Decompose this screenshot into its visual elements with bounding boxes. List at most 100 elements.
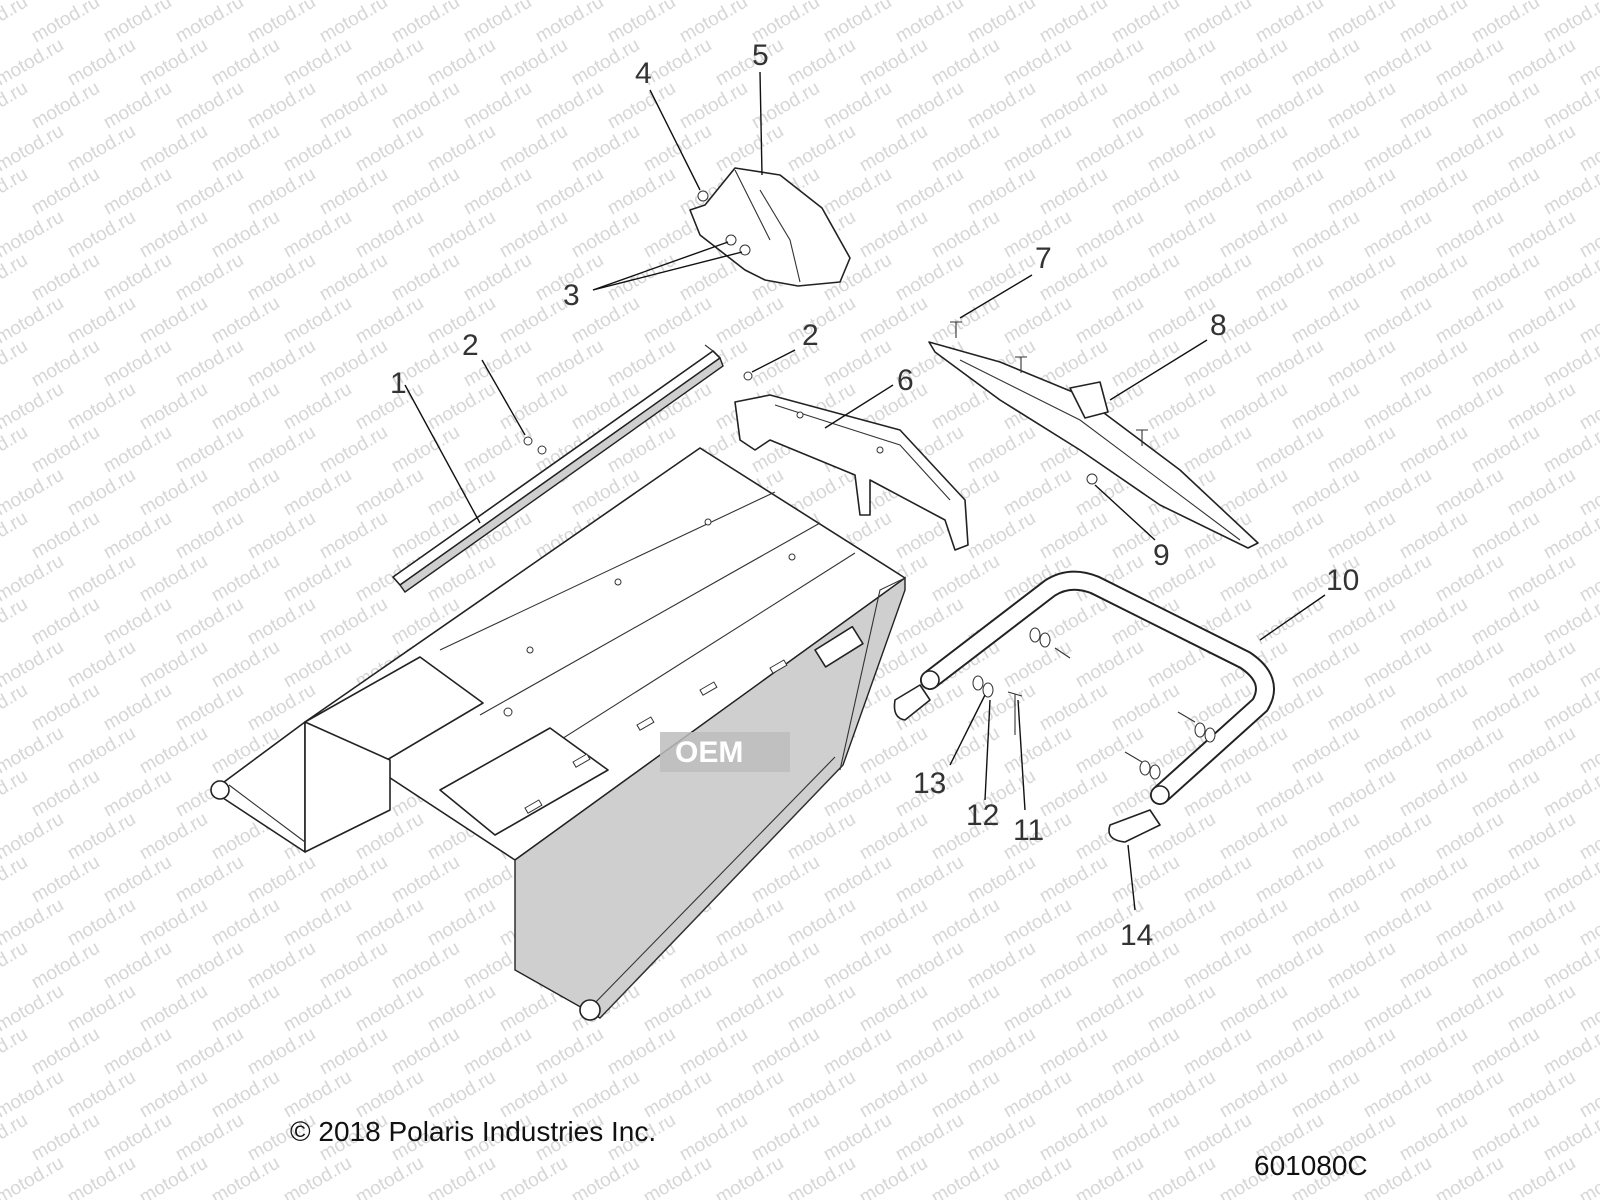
watermark-text: motod.ru xyxy=(604,1024,679,1080)
watermark-text: motod.ru xyxy=(928,1153,1003,1200)
watermark-text: motod.ru xyxy=(928,121,1003,177)
watermark-text: motod.ru xyxy=(1288,207,1363,263)
watermark-text: motod.ru xyxy=(1072,35,1147,91)
watermark-text: motod.ru xyxy=(1144,1067,1219,1123)
part-11-bolts xyxy=(1007,647,1196,763)
watermark-text: motod.ru xyxy=(676,0,751,47)
watermark-text: motod.ru xyxy=(1144,293,1219,349)
watermark-text: motod.ru xyxy=(352,35,427,91)
watermark-text: motod.ru xyxy=(28,766,103,822)
watermark-text: motod.ru xyxy=(1504,981,1579,1037)
watermark-text: motod.ru xyxy=(0,422,31,478)
leader-lines xyxy=(404,71,1326,911)
watermark-text: motod.ru xyxy=(136,551,211,607)
watermark-text: motod.ru xyxy=(1144,207,1219,263)
watermark-text: motod.ru xyxy=(0,207,67,263)
watermark-text: motod.ru xyxy=(892,164,967,220)
watermark-text: motod.ru xyxy=(64,551,139,607)
part-13-end-cap-left xyxy=(893,684,931,721)
watermark-text: motod.ru xyxy=(1396,594,1471,650)
watermark-text: motod.ru xyxy=(784,35,859,91)
watermark-text: motod.ru xyxy=(856,1153,931,1200)
watermark-text: motod.ru xyxy=(0,1024,31,1080)
watermark-text: motod.ru xyxy=(460,250,535,306)
watermark-text: motod.ru xyxy=(64,809,139,865)
watermark-text: motod.ru xyxy=(568,121,643,177)
watermark-text: motod.ru xyxy=(172,594,247,650)
watermark-text: motod.ru xyxy=(820,164,895,220)
watermark-text: motod.ru xyxy=(1576,0,1600,4)
watermark-text: motod.ru xyxy=(856,1067,931,1123)
watermark-text: motod.ru xyxy=(748,1196,823,1200)
watermark-text: motod.ru xyxy=(1396,1196,1471,1200)
part-10-grab-bar xyxy=(920,570,1275,805)
watermark-text: motod.ru xyxy=(1252,1196,1327,1200)
watermark-text: motod.ru xyxy=(1360,1067,1435,1123)
watermark-text: motod.ru xyxy=(1468,938,1543,994)
watermark-text: motod.ru xyxy=(892,1196,967,1200)
watermark-text: motod.ru xyxy=(1468,1110,1543,1166)
watermark-text: motod.ru xyxy=(1216,293,1291,349)
watermark-text: motod.ru xyxy=(1144,35,1219,91)
watermark-text: motod.ru xyxy=(244,336,319,392)
watermark-text: motod.ru xyxy=(1144,981,1219,1037)
watermark-text: motod.ru xyxy=(1396,1024,1471,1080)
watermark-text: motod.ru xyxy=(928,1067,1003,1123)
watermark-text: motod.ru xyxy=(0,1067,67,1123)
callout-2: 2 xyxy=(802,319,819,352)
watermark-text: motod.ru xyxy=(1504,637,1579,693)
watermark-text: motod.ru xyxy=(1180,938,1255,994)
watermark-text: motod.ru xyxy=(388,1024,463,1080)
watermark-text: motod.ru xyxy=(28,164,103,220)
watermark-text: motod.ru xyxy=(1504,1067,1579,1123)
watermark-text: motod.ru xyxy=(136,35,211,91)
watermark-text: motod.ru xyxy=(0,250,31,306)
callout-2: 2 xyxy=(462,329,479,362)
part-14-end-cap xyxy=(1108,809,1161,843)
watermark-text: motod.ru xyxy=(496,379,571,435)
watermark-text: motod.ru xyxy=(136,1067,211,1123)
part-8-rear-shield xyxy=(928,341,1259,549)
watermark-text: motod.ru xyxy=(1432,1153,1507,1200)
watermark-text: motod.ru xyxy=(136,293,211,349)
watermark-text: motod.ru xyxy=(640,981,715,1037)
watermark-text: motod.ru xyxy=(1504,35,1579,91)
watermark-text: motod.ru xyxy=(1144,895,1219,951)
watermark-text: motod.ru xyxy=(1216,465,1291,521)
watermark-text: motod.ru xyxy=(1324,336,1399,392)
watermark-text: motod.ru xyxy=(1360,1153,1435,1200)
part-2-screw-right xyxy=(743,371,753,381)
watermark-text: motod.ru xyxy=(1504,895,1579,951)
callout-7: 7 xyxy=(1035,242,1052,275)
watermark-text: motod.ru xyxy=(1324,78,1399,134)
copyright-notice: © 2018 Polaris Industries Inc. xyxy=(290,1116,657,1147)
watermark-text: motod.ru xyxy=(1108,1110,1183,1166)
watermark-text: motod.ru xyxy=(820,78,895,134)
watermark-text: motod.ru xyxy=(352,207,427,263)
watermark-text: motod.ru xyxy=(856,207,931,263)
watermark-text: motod.ru xyxy=(784,809,859,865)
watermark-text: motod.ru xyxy=(1252,78,1327,134)
watermark-text: motod.ru xyxy=(928,207,1003,263)
watermark-text: motod.ru xyxy=(1432,551,1507,607)
watermark-text: motod.ru xyxy=(28,1196,103,1200)
watermark-text: motod.ru xyxy=(1468,250,1543,306)
watermark-text: motod.ru xyxy=(28,852,103,908)
watermark-text: motod.ru xyxy=(316,852,391,908)
watermark-text: motod.ru xyxy=(64,637,139,693)
watermark-text: motod.ru xyxy=(280,637,355,693)
watermark-text: motod.ru xyxy=(1504,1153,1579,1200)
callout-6: 6 xyxy=(897,364,914,397)
watermark-text: motod.ru xyxy=(280,1153,355,1200)
watermark-text: motod.ru xyxy=(820,1196,895,1200)
watermark-text: motod.ru xyxy=(28,1024,103,1080)
watermark-text: motod.ru xyxy=(1072,121,1147,177)
watermark-text: motod.ru xyxy=(244,0,319,47)
watermark-text: motod.ru xyxy=(748,938,823,994)
watermark-text: motod.ru xyxy=(1324,938,1399,994)
part-7-push-pins xyxy=(950,321,1148,446)
callout-12: 12 xyxy=(966,799,999,832)
watermark-text: motod.ru xyxy=(1216,809,1291,865)
watermark-text: motod.ru xyxy=(1036,508,1111,564)
